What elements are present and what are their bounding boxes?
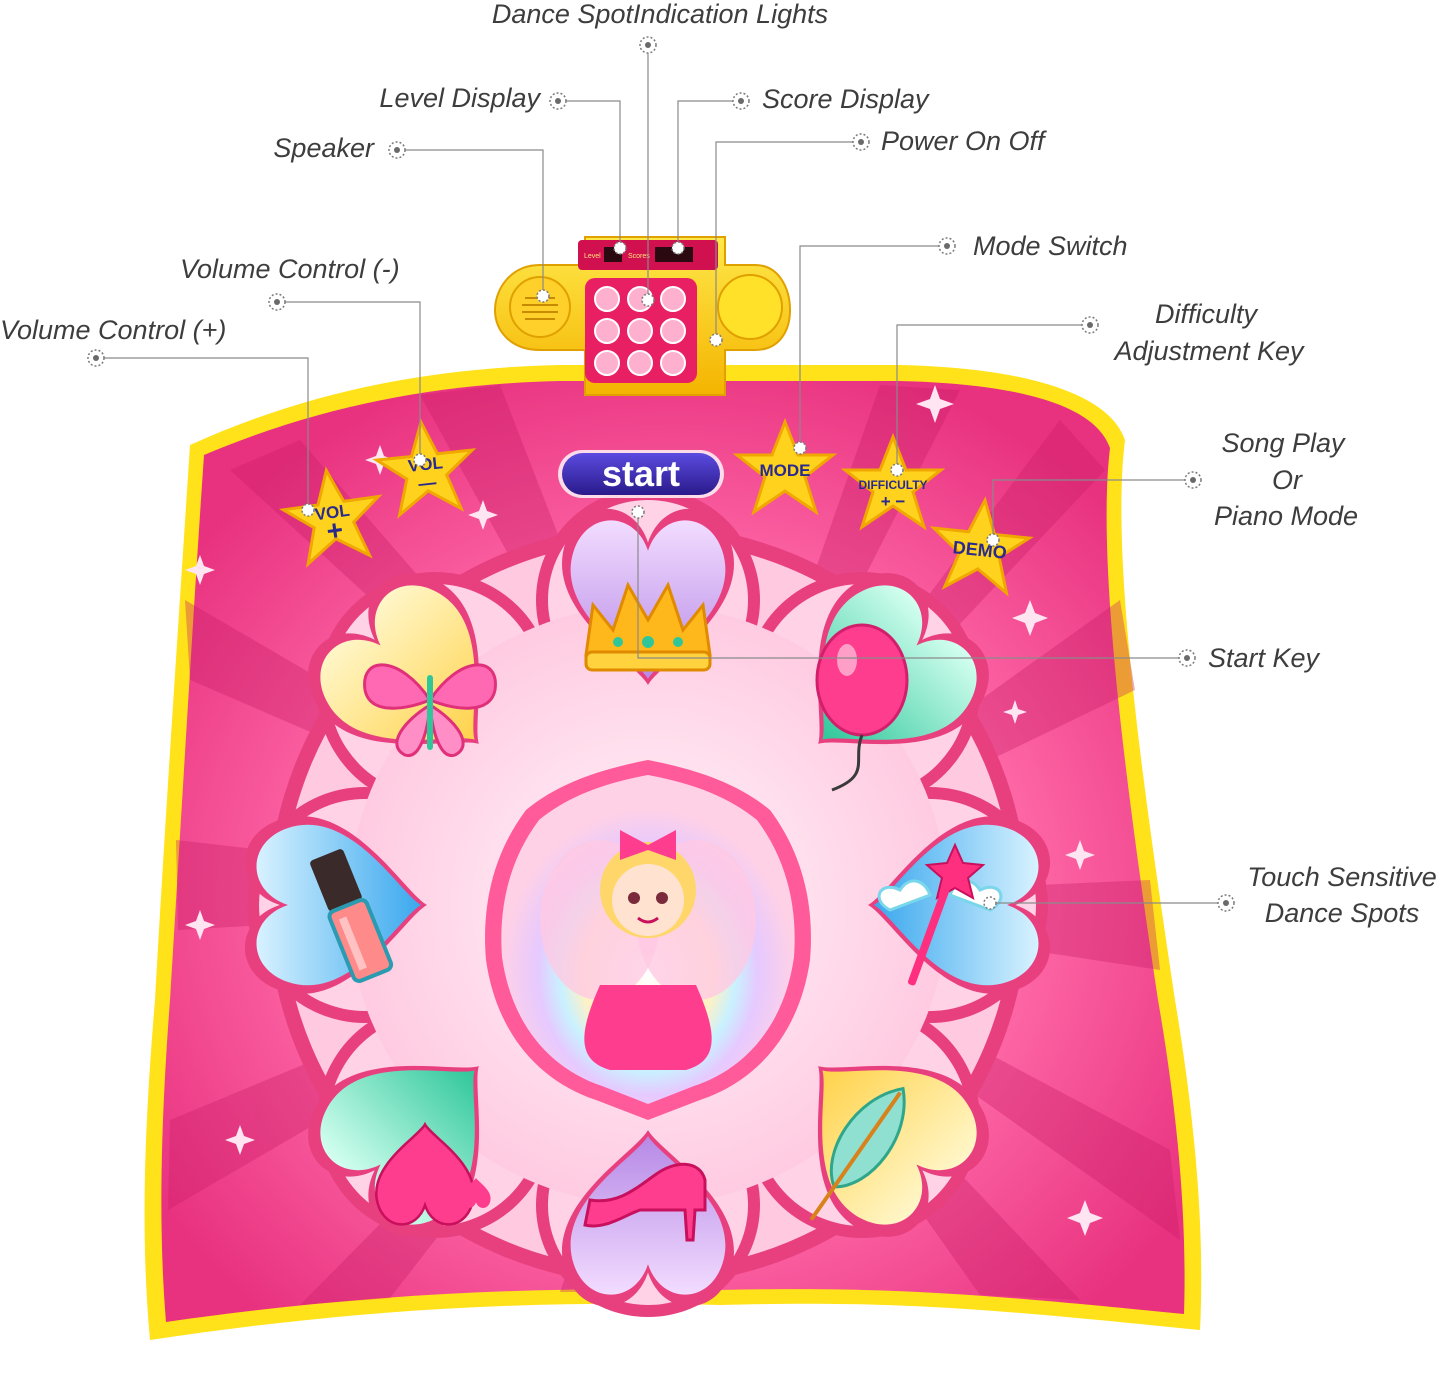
high-heel-icon: [583, 1162, 707, 1242]
label-volume-plus: Volume Control (+): [0, 315, 226, 345]
label-level-display: Level Display: [379, 83, 541, 113]
lipgloss-icon: [310, 849, 394, 983]
label-speaker: Speaker: [273, 133, 375, 163]
label-difficulty-1: Difficulty: [1155, 299, 1259, 329]
vol-plus-label: VOL: [314, 501, 351, 525]
label-touch-2: Dance Spots: [1265, 898, 1420, 928]
feather-icon: [809, 1086, 906, 1221]
difficulty-signs: + −: [881, 492, 906, 511]
speaker-icon: [509, 276, 571, 338]
center-princess: [485, 760, 811, 1120]
crown-icon: [584, 581, 712, 672]
vol-minus-sign: —: [417, 472, 437, 494]
callout-labels: Dance SpotIndication Lights Level Displa…: [0, 0, 1437, 928]
mode-star[interactable]: MODE: [732, 417, 838, 516]
difficulty-label: DIFFICULTY: [858, 478, 927, 492]
label-difficulty-2: Adjustment Key: [1112, 336, 1305, 366]
label-touch-1: Touch Sensitive: [1247, 862, 1437, 892]
score-display: [655, 247, 693, 262]
vol-minus-star[interactable]: VOL —: [372, 417, 478, 519]
start-label: start: [602, 453, 680, 494]
label-volume-minus: Volume Control (-): [180, 254, 400, 284]
butterfly-icon: [363, 663, 497, 757]
vol-plus-star[interactable]: VOL +: [278, 464, 387, 568]
label-song-play-1: Song Play: [1221, 428, 1346, 458]
start-button[interactable]: start: [558, 450, 724, 498]
label-song-play-3: Piano Mode: [1214, 501, 1358, 531]
difficulty-star[interactable]: DIFFICULTY + −: [840, 432, 946, 531]
mode-label: MODE: [760, 461, 811, 480]
label-mode-switch: Mode Switch: [973, 231, 1128, 261]
label-power: Power On Off: [881, 126, 1047, 156]
label-score-display: Score Display: [762, 84, 930, 114]
leader-dots: [87, 36, 1235, 912]
vol-plus-sign: +: [324, 514, 345, 547]
label-start-key: Start Key: [1208, 643, 1321, 673]
panel-level-label: Level: [584, 253, 601, 260]
panel-scores-label: Scores: [628, 253, 650, 260]
leader-lines: [96, 45, 1226, 904]
power-button[interactable]: [717, 274, 783, 340]
dance-spot-indicator-lights: [594, 286, 686, 376]
label-song-play-2: Or: [1272, 465, 1303, 495]
label-dance-spot-lights: Dance SpotIndication Lights: [492, 0, 828, 29]
magic-wand-icon: [877, 842, 1003, 986]
balloon-icon: [815, 623, 909, 792]
